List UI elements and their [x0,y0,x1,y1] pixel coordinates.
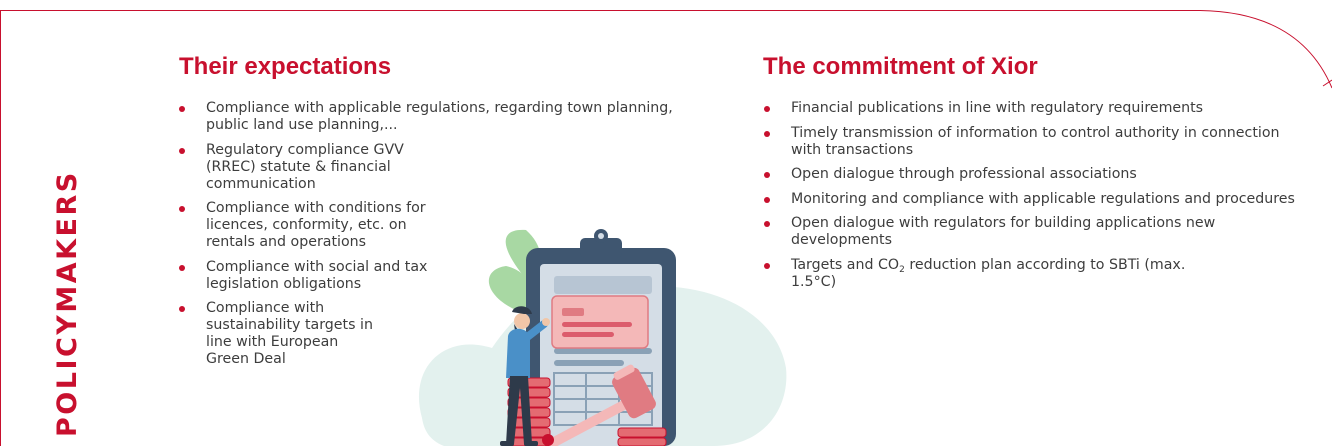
list-item: Targets and CO2 reduction plan according… [762,257,1221,291]
list-item: Open dialogue through professional assoc… [762,166,1311,183]
right-column-title: The commitment of Xior [763,53,1038,80]
expectations-list: Compliance with applicable regulations, … [177,100,686,376]
list-item: Compliance with social and tax legislati… [177,259,446,293]
section-title: POLICYMAKERS [52,170,83,437]
clipboard-gavel-illustration [418,229,787,446]
list-item: Monitoring and compliance with applicabl… [762,191,1301,208]
list-item-text-end: reduction plan according to SBTi (max. 1… [791,256,1186,290]
list-item: Financial publications in line with regu… [762,100,1311,117]
list-item: Timely transmission of information to co… [762,125,1286,159]
list-item: Open dialogue with regulators for buildi… [762,215,1316,249]
subscript-2: 2 [899,264,905,275]
list-item-text-start: Targets and CO [791,256,900,273]
list-item: Compliance with conditions for licences,… [177,200,446,251]
left-column-title: Their expectations [179,53,392,80]
commitment-list: Financial publications in line with regu… [762,100,1316,298]
list-item: Regulatory compliance GVV (RREC) statute… [177,142,431,193]
list-item: Compliance with applicable regulations, … [177,100,686,134]
list-item: Compliance with sustainability targets i… [177,300,376,368]
